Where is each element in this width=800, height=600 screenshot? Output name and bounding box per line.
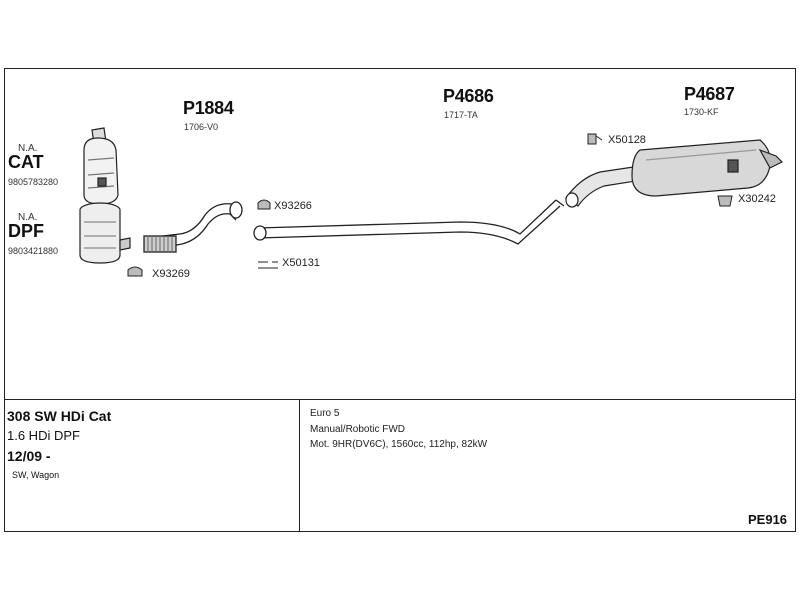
spec-motor: Mot. 9HR(DV6C), 1560cc, 112hp, 82kW [310, 439, 488, 450]
rear-muffler-p4687 [565, 139, 784, 208]
cat-converter [83, 127, 119, 205]
spec-transmission: Manual/Robotic FWD [310, 424, 406, 435]
part-number-p4687: P4687 [684, 84, 735, 104]
fitting-icons [127, 133, 733, 277]
vehicle-model: 308 SW HDi Cat [7, 408, 112, 424]
info-divider [4, 399, 796, 400]
part-number-p1884: P1884 [183, 98, 234, 118]
cat-na-label: N.A. [18, 143, 38, 154]
info-column-divider [299, 399, 300, 532]
diagram-code: PE916 [748, 512, 788, 527]
vehicle-body: SW, Wagon [12, 470, 60, 480]
part-ref-p4686: 1717-TA [444, 110, 478, 120]
dpf-filter [79, 202, 131, 264]
fitting-x50128: X50128 [608, 134, 646, 146]
fitting-x50131: X50131 [282, 257, 320, 269]
front-pipe-p1884 [143, 201, 243, 253]
part-number-p4686: P4686 [443, 86, 494, 106]
fitting-x93269: X93269 [152, 268, 190, 280]
dpf-na-label: N.A. [18, 212, 38, 223]
fitting-x93266: X93266 [274, 200, 312, 212]
cat-part-number: 9805783280 [8, 177, 59, 187]
part-ref-p4687: 1730-KF [684, 107, 719, 117]
cat-label: CAT [8, 152, 44, 172]
fitting-x30242: X30242 [738, 193, 776, 205]
vehicle-engine: 1.6 HDi DPF [7, 428, 80, 443]
dpf-label: DPF [8, 221, 44, 241]
dpf-part-number: 9803421880 [8, 246, 59, 256]
vehicle-date: 12/09 - [7, 448, 51, 464]
part-ref-p1884: 1706-V0 [184, 122, 219, 132]
middle-pipe-p4686 [253, 199, 565, 245]
spec-emission: Euro 5 [310, 408, 340, 419]
diagram-frame [4, 68, 796, 532]
